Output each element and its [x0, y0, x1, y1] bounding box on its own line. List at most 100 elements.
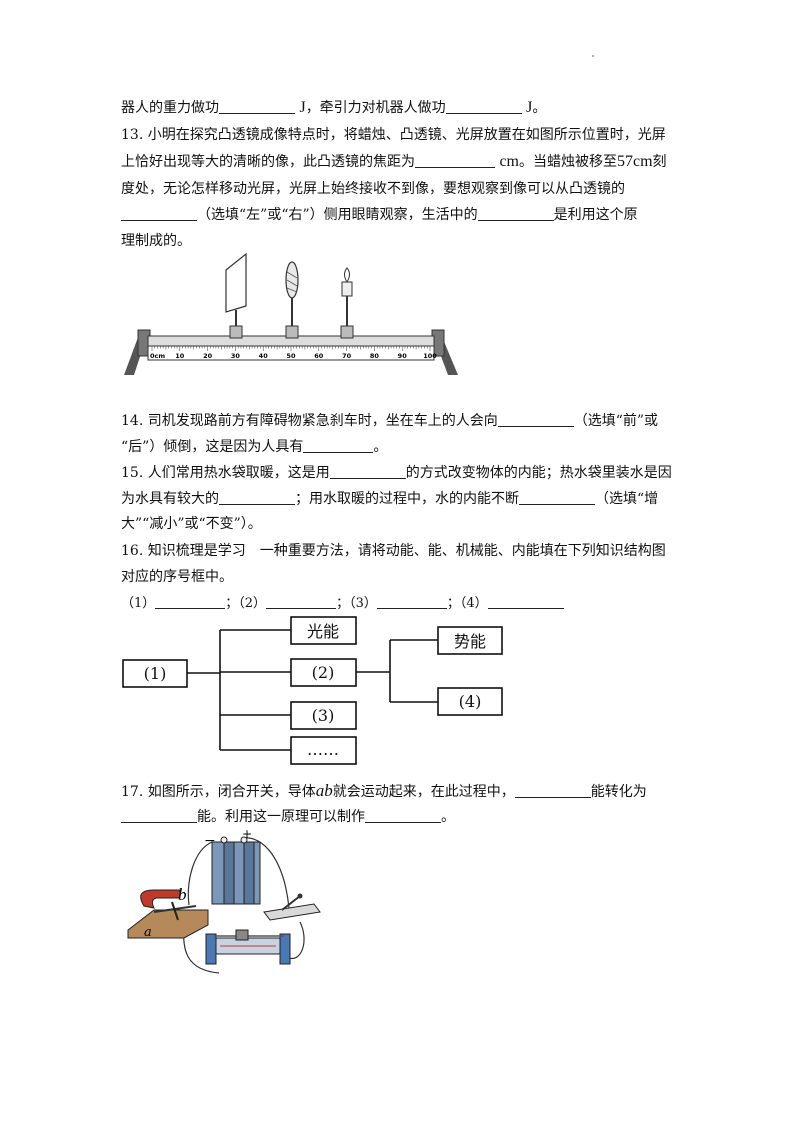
q15-blank-property[interactable]: [219, 490, 295, 505]
connector-lines: [187, 629, 438, 751]
box-potential-label: 势能: [454, 632, 486, 651]
knife-switch: [263, 893, 321, 921]
screen-holder: [229, 325, 243, 339]
box-3-label: (3): [312, 706, 335, 725]
ruler-label: 40: [259, 352, 269, 360]
q17-line2: 能。利用这一原理可以制作 。: [121, 807, 455, 827]
q17-blank-from-energy[interactable]: [514, 783, 591, 798]
q17-blank-to-energy[interactable]: [121, 808, 197, 823]
q14-text: （选填“前”或: [573, 413, 659, 429]
q13-line4: （选填“左”或“右”）侧用眼睛观察，生活中的 是利用这个原: [121, 205, 638, 225]
battery: [211, 836, 261, 905]
q16-blank-3[interactable]: [376, 594, 447, 609]
box-2-label: (2): [312, 663, 335, 682]
light-screen: [225, 252, 247, 313]
candle: [341, 281, 353, 297]
q13-text: （选填“左”或“右”）侧用眼睛观察，生活中的: [197, 207, 478, 223]
ruler-label: 60: [314, 352, 324, 360]
q14-line1: 14. 司机发现路前方有障碍物紧急刹车时，坐在车上的人会向（选填“前”或: [121, 411, 658, 431]
wooden-base: [127, 909, 209, 939]
q13-text: 上恰好出现等大的清晰的像，此凸透镜的焦距为: [121, 154, 415, 170]
q17-variable: ab: [315, 781, 333, 800]
q16-blanks-line: （1） ；（2） ；（3） ；（4）: [121, 594, 564, 614]
q15-blank-method[interactable]: [329, 464, 406, 479]
box-1: [122, 659, 188, 688]
battery-plus-label: +: [242, 830, 252, 841]
horseshoe-magnet: [140, 889, 181, 909]
q13-line3: 度处，无论怎样移动光屏，光屏上始终接收不到像，要想观察到像可以从凸透镜的: [121, 181, 625, 197]
ruler-label: 30: [231, 352, 241, 360]
q14-text: 。: [373, 439, 388, 455]
q17-blank-device[interactable]: [365, 808, 441, 823]
q15-line3: 大”“减小”或“不变”）。: [121, 516, 262, 532]
q16-label: ；（3）: [336, 596, 377, 611]
scan-speck: [592, 55, 594, 57]
lens-hatching: [286, 271, 298, 293]
box-1-label: (1): [144, 664, 167, 683]
label-a: a: [144, 925, 152, 940]
q13-text: 是利用这个原: [553, 207, 638, 223]
q16-blank-4[interactable]: [487, 594, 564, 609]
q15-text: 的方式改变物体的内能；热水袋里装水是因: [405, 465, 672, 481]
q15-line2: 为水具有较大的；用水取暖的过程中，水的内能不断（选填“增: [121, 489, 658, 509]
q16-blank-2[interactable]: [266, 594, 337, 609]
q13-value: 57cm: [617, 153, 653, 170]
q14-blank-inertia[interactable]: [303, 438, 374, 453]
box-3: [290, 701, 357, 730]
ruler-label: 20: [203, 352, 213, 360]
q15-text: 为水具有较大的: [121, 491, 219, 507]
q16-label: ；（2）: [225, 596, 267, 611]
ruler-label: 70: [342, 352, 352, 360]
q13-blank-side[interactable]: [121, 206, 197, 221]
q16-line2: 对应的序号框中。: [121, 569, 233, 585]
q17-text: 就会运动起来，在此过程中，: [332, 784, 515, 800]
q17-text: 。: [441, 809, 455, 825]
q13-blank-application[interactable]: [477, 206, 554, 221]
q17-line1: 17. 如图所示，闭合开关，导体ab就会运动起来，在此过程中， 能转化为: [121, 781, 647, 802]
ruler-label: 0cm: [150, 352, 165, 360]
box-more-label: ……: [307, 740, 339, 759]
ruler-label: 50: [286, 352, 296, 360]
conductor-ab: [171, 901, 179, 921]
q17-text: 17. 如图所示，闭合开关，导体: [121, 784, 316, 800]
q12-tail-line: 器人的重力做功 J，牵引力对机器人做功 J。: [121, 98, 546, 118]
q15-text: 15. 人们常用热水袋取暖，这是用: [121, 465, 330, 481]
q13-unit: cm: [499, 153, 519, 170]
q13-blank-focal-length[interactable]: [415, 153, 495, 168]
ruler-ticks: [151, 346, 431, 351]
knowledge-structure-diagram: (1) 光能 (2) (3) …… 势能 (4): [122, 616, 503, 765]
q12-blank-gravity-work[interactable]: [219, 99, 295, 114]
box-2: [290, 658, 357, 687]
q14-blank-direction[interactable]: [497, 412, 574, 427]
candle-flame: [344, 267, 350, 283]
motor-circuit-figure: − + b a: [127, 830, 321, 974]
ruler-label: 90: [398, 352, 408, 360]
q12-text: 。: [532, 100, 547, 116]
box-4-label: (4): [459, 692, 482, 711]
q16-label: ；（4）: [446, 596, 488, 611]
q12-unit: J: [526, 99, 533, 116]
q13-text: 。当蜡烛被移至: [519, 154, 617, 170]
q16-blank-1[interactable]: [155, 594, 226, 609]
rheostat: [205, 929, 291, 965]
q14-text: “后”）倾倒，这是因为人具有: [121, 439, 304, 455]
q12-blank-traction-work[interactable]: [445, 99, 522, 114]
battery-minus-label: −: [204, 833, 216, 849]
q14-line2: “后”）倾倒，这是因为人具有 。: [121, 437, 387, 457]
ruler-label: 100: [423, 352, 437, 360]
label-b: b: [178, 885, 187, 904]
q13-line1: 13. 小明在探究凸透镜成像特点时，将蜡烛、凸透镜、光屏放置在如图所示位置时，光…: [121, 127, 666, 143]
q16-line1: 16. 知识梳理是学习 一种重要方法，请将动能、能、机械能、内能填在下列知识结构…: [121, 543, 666, 559]
q12-text: 器人的重力做功: [121, 100, 219, 116]
q17-text: 能转化为: [590, 784, 647, 800]
box-light-label: 光能: [307, 622, 339, 641]
q13-line2: 上恰好出现等大的清晰的像，此凸透镜的焦距为 cm。当蜡烛被移至57cm刻: [121, 152, 667, 172]
q13-line5: 理制成的。: [121, 233, 191, 249]
lens-holder: [285, 325, 299, 339]
q15-blank-change[interactable]: [519, 490, 595, 505]
q16-label: （1）: [121, 596, 156, 611]
q15-text: （选填“增: [595, 491, 659, 507]
q17-text: 能。利用这一原理可以制作: [197, 809, 365, 825]
